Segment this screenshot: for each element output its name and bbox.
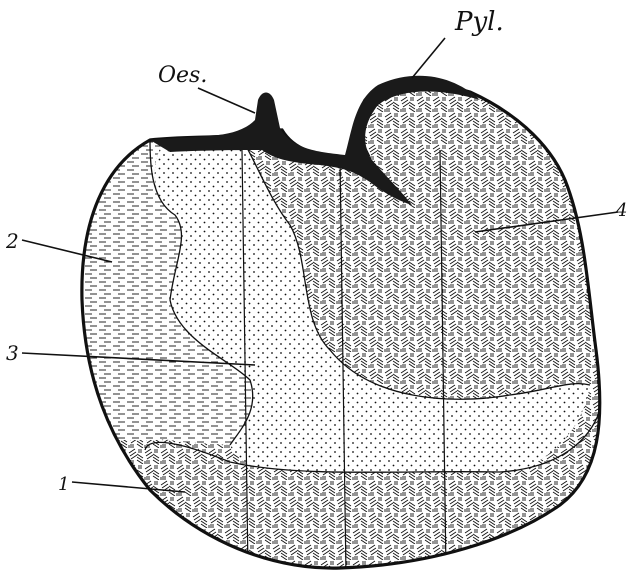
label-2: 2 xyxy=(5,229,19,253)
pyl-label: Pyl. xyxy=(454,7,504,37)
oes-leader-line xyxy=(198,88,255,113)
pyl-leader-line xyxy=(412,38,445,78)
label-3: 3 xyxy=(6,341,19,365)
oes-label: Oes. xyxy=(158,63,207,88)
label-1: 1 xyxy=(58,474,69,495)
label-4: 4 xyxy=(615,200,627,221)
